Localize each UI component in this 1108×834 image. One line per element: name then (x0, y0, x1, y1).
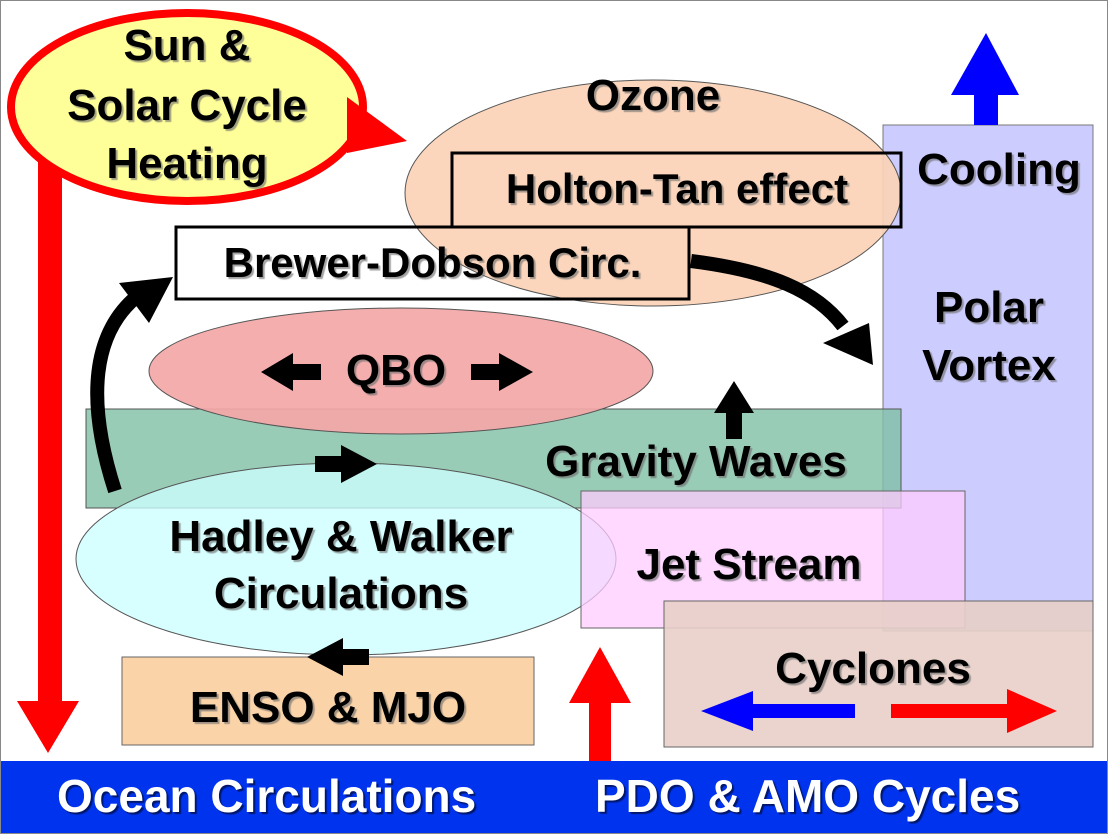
upwelling-curve-arrow (90, 287, 146, 494)
sun-ellipse (7, 9, 367, 205)
sun-heating-arrow-head (17, 701, 79, 753)
gravity-waves-label: Gravity Waves (545, 437, 847, 486)
enso-left-arrow-head (307, 638, 343, 676)
gravity-right-arrow-head (341, 445, 377, 483)
upwelling-curve-arrow-head (119, 277, 173, 323)
ozone-label: Ozone (585, 71, 721, 120)
holton-tan-label: Holton-Tan effect (505, 165, 849, 212)
polar-vortex-label-line2: Vortex (922, 341, 1056, 390)
enso-label: ENSO & MJO (189, 683, 467, 732)
qbo-ellipse (148, 307, 654, 435)
cyclones-blue-arrow-shaft (751, 704, 855, 718)
enso-box (121, 656, 535, 746)
sun-label-line1: Sun & (123, 21, 251, 70)
cyclones-red-arrow-head (1007, 689, 1057, 733)
gravity-up-arrow-shaft (726, 411, 742, 439)
jet-stream-label: Jet Stream (636, 540, 862, 589)
qbo-right-arrow-shaft (471, 364, 501, 380)
pdo-amo-label: PDO & AMO Cycles (595, 770, 1021, 822)
qbo-label: QBO (345, 346, 447, 395)
cooling-arrow-head (951, 33, 1019, 95)
polar-vortex-label-line1: Polar (933, 283, 1045, 332)
gravity-up-arrow-head (714, 381, 754, 413)
ocean-circulations-label: Ocean Circulations (57, 770, 477, 822)
qbo-right-arrow-head (499, 353, 533, 391)
brewer-dobson-box (174, 225, 691, 301)
gravity-right-arrow-shaft (315, 456, 343, 472)
cooling-label: Cooling (917, 145, 1081, 194)
hadley-label-line2: Circulations (213, 569, 469, 618)
hadley-label-line1: Hadley & Walker (169, 512, 513, 561)
downwelling-curve-arrow (690, 254, 849, 331)
pdo-arrow-head (569, 647, 631, 703)
pdo-arrow-shaft (589, 701, 611, 761)
cyclones-blue-arrow-head (701, 691, 753, 731)
brewer-dobson-label: Brewer-Dobson Circ. (223, 239, 642, 286)
sun-heating-arrow-shaft (38, 151, 62, 701)
sun-label-line2: Solar Cycle (67, 81, 307, 130)
enso-left-arrow-shaft (341, 649, 369, 665)
qbo-left-arrow-head (261, 353, 293, 391)
cyclones-label: Cyclones (775, 644, 971, 693)
ocean-bar: Ocean Circulations PDO & AMO Cycles (1, 761, 1107, 833)
cooling-arrow-shaft (974, 93, 998, 125)
cyclones-red-arrow-shaft (891, 704, 1009, 718)
sun-label-line3: Heating (106, 139, 268, 188)
qbo-left-arrow-shaft (291, 364, 321, 380)
downwelling-curve-arrow-head (823, 323, 873, 365)
sun-callout-tail (347, 97, 407, 153)
